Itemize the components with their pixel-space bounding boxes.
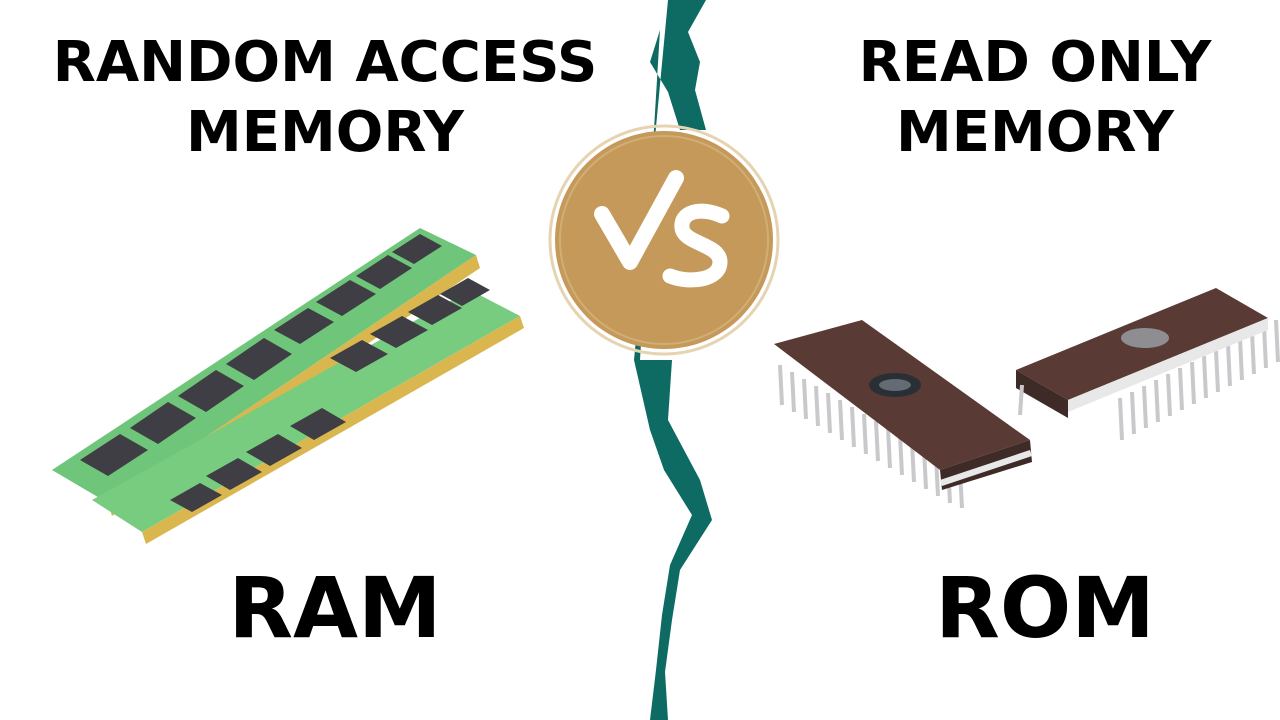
crack-shape (634, 0, 712, 720)
rom-abbreviation: ROM (935, 559, 1155, 657)
ram-abbreviation: RAM (228, 559, 442, 657)
rom-chip-right (1016, 288, 1280, 441)
ram-title-line1: RANDOM ACCESS (52, 30, 598, 95)
ram-title: RANDOM ACCESS MEMORY (0, 28, 650, 168)
s-letter-icon (662, 203, 730, 288)
ram-title-line2: MEMORY (186, 100, 464, 165)
rom-title: READ ONLY MEMORY (790, 28, 1280, 168)
rom-chip-left (774, 320, 1032, 509)
ram-stick-front (92, 278, 524, 544)
rom-title-line1: READ ONLY (858, 30, 1212, 95)
rom-title-line2: MEMORY (896, 100, 1174, 165)
v-letter-icon (594, 170, 684, 270)
